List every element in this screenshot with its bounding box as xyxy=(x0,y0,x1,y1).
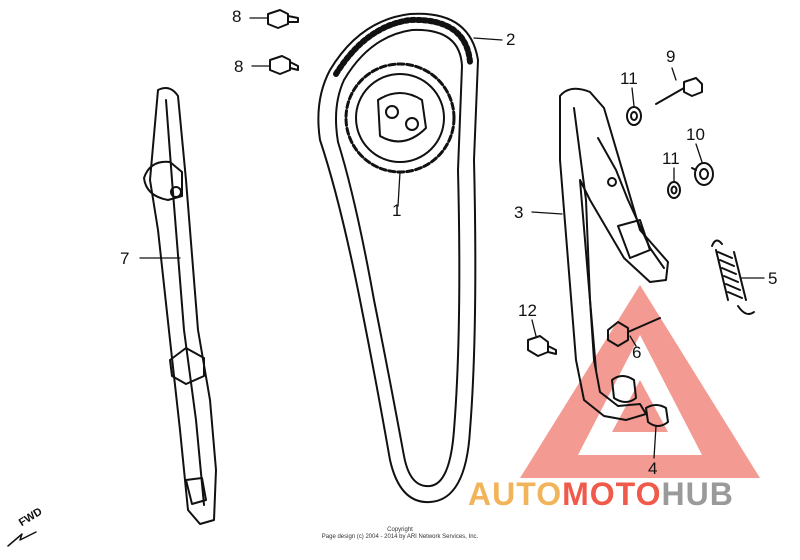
callout-1: 1 xyxy=(392,201,402,220)
callout-8-lower: 8 xyxy=(234,57,244,76)
callout-8-upper: 8 xyxy=(232,7,242,26)
bolt-part-8-upper xyxy=(267,9,299,29)
fwd-arrow xyxy=(7,531,37,547)
cam-chain-part-2 xyxy=(317,12,479,504)
cam-sprocket-part-1 xyxy=(344,62,456,174)
callout-2: 2 xyxy=(506,30,516,49)
watermark-hub: HUB xyxy=(661,476,734,512)
copyright-line-1: Copyright xyxy=(387,527,413,533)
callout-9: 9 xyxy=(666,47,676,66)
watermark-auto: AUTO xyxy=(468,476,563,512)
callout-11-lower: 11 xyxy=(662,149,680,168)
watermark-logo: AUTOMOTOHUB xyxy=(468,476,734,513)
chain-guide-part-7 xyxy=(143,87,217,525)
callout-11-upper: 11 xyxy=(620,69,638,88)
callout-5: 5 xyxy=(768,269,778,288)
bolt-part-12 xyxy=(527,335,557,357)
tensioner-arm-part-3 xyxy=(559,87,669,421)
watermark-moto: MOTO xyxy=(562,476,662,512)
collar-part-10 xyxy=(691,162,714,186)
watermark-triangle xyxy=(520,285,760,478)
washer-part-11-upper xyxy=(626,106,642,126)
copyright-notice: Copyright Page design (c) 2004 - 2014 by… xyxy=(300,527,500,541)
callout-7: 7 xyxy=(120,249,130,268)
callout-6: 6 xyxy=(632,343,642,362)
callout-4: 4 xyxy=(648,459,658,478)
pivot-bolt-part-6 xyxy=(607,317,661,347)
bolt-part-8-lower xyxy=(269,55,299,75)
collar-part-4 xyxy=(611,375,669,427)
bolt-part-9 xyxy=(655,77,703,105)
washer-part-11-lower xyxy=(667,181,681,199)
leader-lines xyxy=(139,17,765,459)
callout-12: 12 xyxy=(518,301,537,320)
spring-part-5 xyxy=(711,239,755,315)
copyright-line-2: Page design (c) 2004 - 2014 by ARI Netwo… xyxy=(321,534,479,540)
callout-3: 3 xyxy=(514,203,524,222)
callout-10: 10 xyxy=(686,125,705,144)
